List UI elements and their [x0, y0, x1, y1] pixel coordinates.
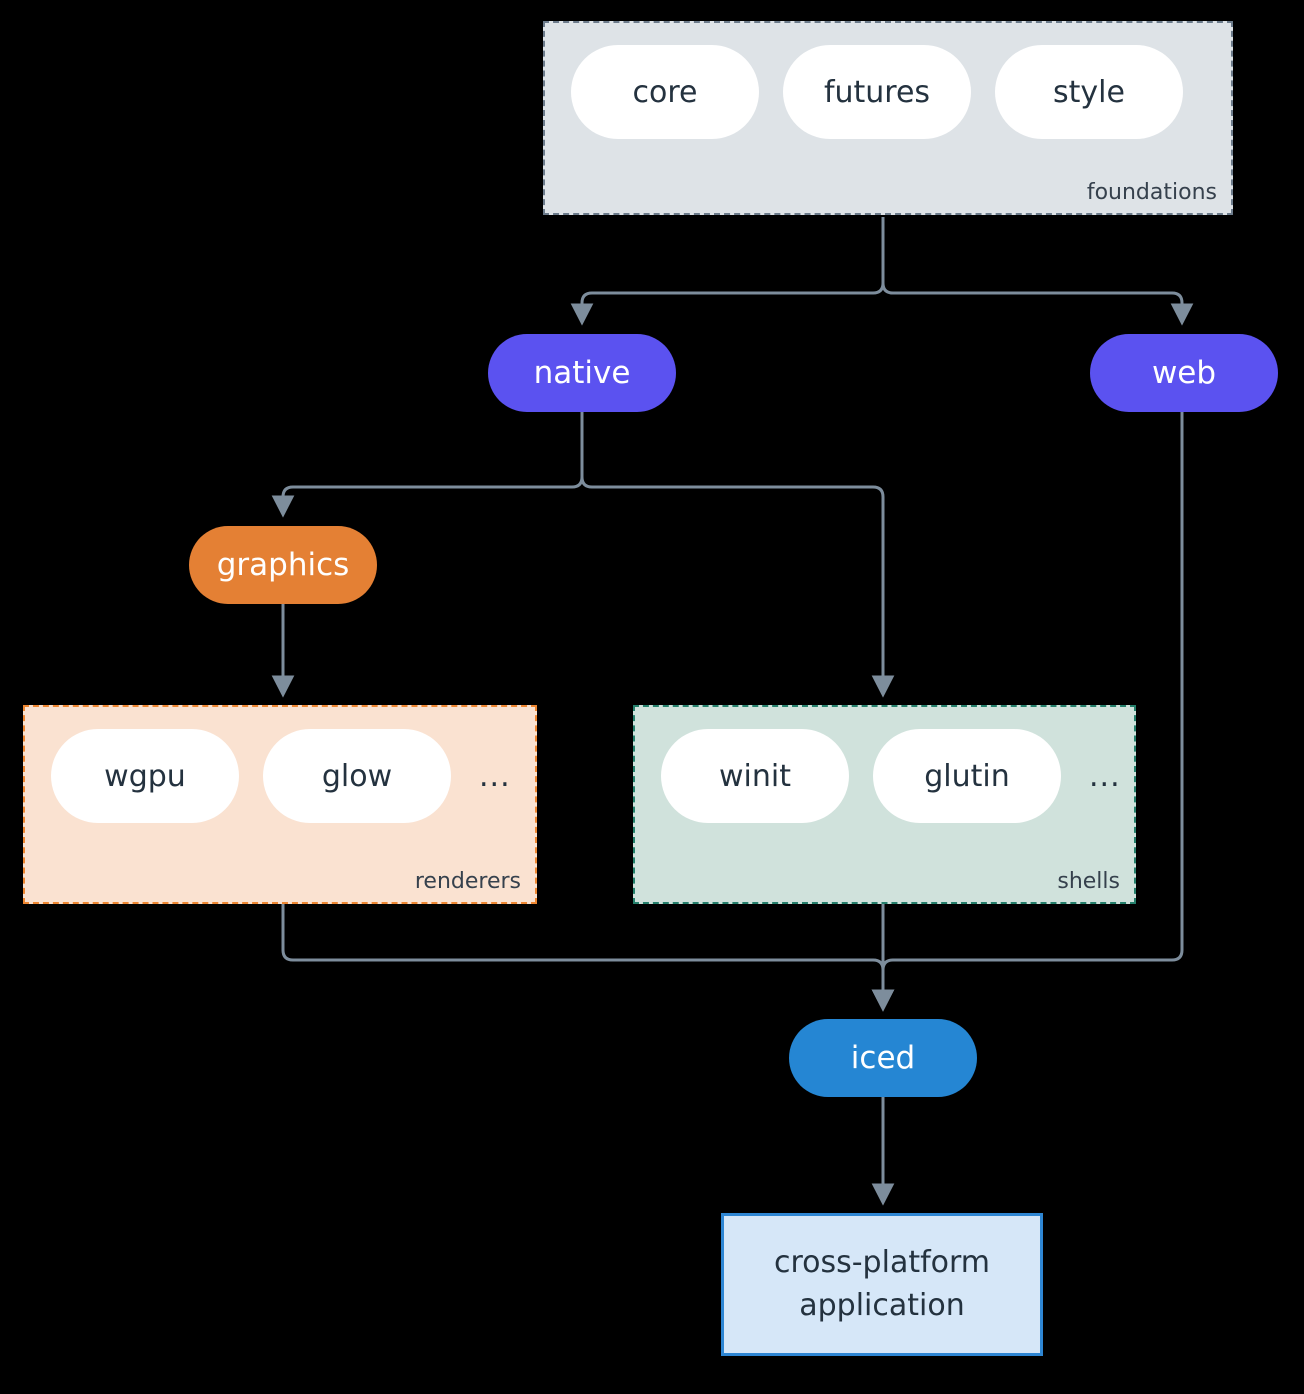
foundations-chip-row: core futures style — [545, 23, 1231, 139]
cluster-foundations: core futures style foundations — [543, 21, 1233, 215]
chip-wgpu[interactable]: wgpu — [51, 729, 239, 823]
edge-native-shells — [580, 412, 895, 698]
chip-glutin[interactable]: glutin — [873, 729, 1061, 823]
chip-winit[interactable]: winit — [661, 729, 849, 823]
cluster-label-foundations: foundations — [1086, 180, 1217, 205]
application-label-line2: application — [799, 1287, 965, 1323]
edge-foundations-native — [570, 217, 885, 326]
chip-core[interactable]: core — [571, 45, 759, 139]
edge-renderers-iced — [281, 904, 895, 1012]
cluster-label-shells: shells — [1057, 869, 1120, 894]
cluster-renderers: wgpu glow ... renderers — [23, 705, 537, 904]
cluster-shells: winit glutin ... shells — [633, 705, 1136, 904]
node-iced[interactable]: iced — [789, 1019, 977, 1097]
chip-style[interactable]: style — [995, 45, 1183, 139]
node-graphics[interactable]: graphics — [189, 526, 377, 604]
edge-native-graphics — [271, 412, 584, 518]
node-native[interactable]: native — [488, 334, 676, 412]
shells-ellipsis: ... — [1089, 758, 1121, 794]
application-label-line1: cross-platform — [773, 1244, 991, 1280]
cluster-label-renderers: renderers — [414, 869, 521, 894]
edge-foundations-web — [881, 217, 1194, 326]
shells-chip-row: winit glutin ... — [635, 707, 1134, 823]
chip-futures[interactable]: futures — [783, 45, 971, 139]
node-web[interactable]: web — [1090, 334, 1278, 412]
node-cross-platform-application[interactable]: cross-platform application — [721, 1213, 1043, 1356]
renderers-chip-row: wgpu glow ... — [25, 707, 535, 823]
renderers-ellipsis: ... — [479, 758, 511, 794]
chip-glow[interactable]: glow — [263, 729, 451, 823]
